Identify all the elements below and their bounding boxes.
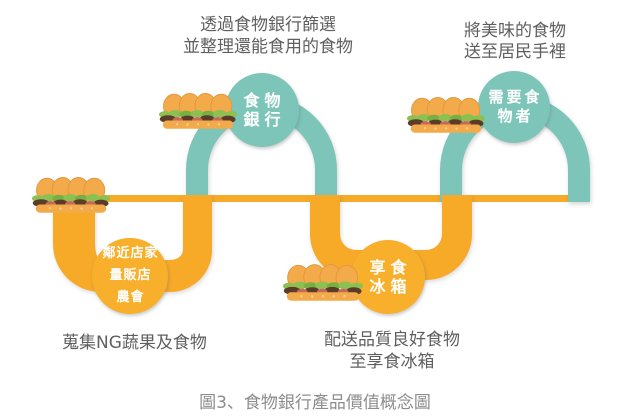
- annotation-line: 並整理還能食用的食物: [183, 37, 353, 57]
- annotation-line: 至享食冰箱: [349, 352, 435, 372]
- node-nearby-stores: 鄰近店家 量販店 農會: [92, 238, 168, 314]
- annotation-delivery: 將美味的食物 送至居民手裡: [413, 21, 617, 63]
- node-food-bank: 食物 銀行: [225, 73, 299, 147]
- sandwich-icon: [32, 175, 110, 213]
- figure-caption: 圖3、食物銀行產品價值概念圖: [199, 393, 431, 413]
- annotation-collect: 蒐集NG蔬果及食物: [62, 333, 207, 353]
- node-food-fridge: 享食 冰箱: [351, 240, 425, 314]
- node-label: 農會: [116, 290, 145, 305]
- node-label: 量販店: [109, 268, 152, 283]
- node-label: 銀行: [243, 110, 286, 129]
- node-label: 冰箱: [369, 277, 412, 296]
- node-label: 食物: [243, 91, 286, 110]
- annotation-line: 送至居民手裡: [464, 42, 566, 62]
- sandwich-icon: [407, 95, 485, 133]
- annotation-screening: 透過食物銀行篩選 並整理還能食用的食物: [160, 14, 376, 58]
- sandwich-icon: [283, 262, 363, 301]
- node-label: 享食: [369, 258, 412, 277]
- node-label: 鄰近店家: [102, 246, 159, 261]
- node-label: 需要食: [488, 88, 543, 106]
- annotation-line: 透過食物銀行篩選: [200, 15, 336, 35]
- annotation-line: 將美味的食物: [464, 21, 566, 41]
- annotation-line: 配送品質良好食物: [324, 330, 460, 350]
- node-label: 物者: [497, 107, 534, 125]
- sandwich-icon: [159, 91, 237, 129]
- annotation-distribute: 配送品質良好食物 至享食冰箱: [290, 329, 494, 373]
- node-need-food: 需要食 物者: [478, 71, 550, 143]
